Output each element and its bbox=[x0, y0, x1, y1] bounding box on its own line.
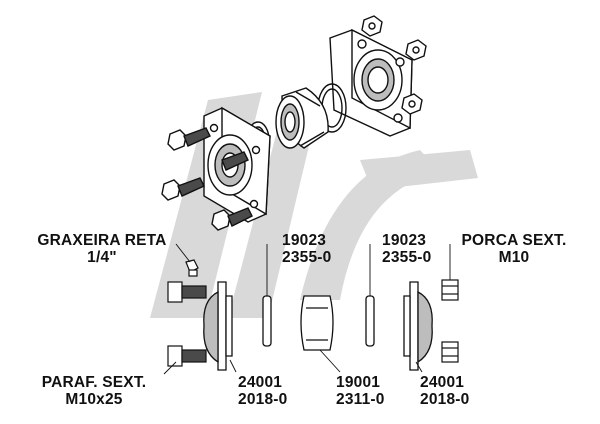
pin-left bbox=[262, 295, 272, 347]
label-grease-nipple: GRAXEIRA RETA 1/4" bbox=[30, 232, 174, 266]
label-flange-right: 24001 2018-0 bbox=[420, 374, 469, 408]
label-flange-left-line2: 2018-0 bbox=[238, 391, 288, 408]
label-bushing-line2: 2311-0 bbox=[336, 391, 385, 408]
label-bolt-line2: M10x25 bbox=[65, 391, 123, 408]
label-bushing-line1: 19001 bbox=[336, 374, 381, 391]
grease-nipple bbox=[185, 259, 199, 277]
label-pin-left-line2: 2355-0 bbox=[282, 249, 332, 266]
hex-bolt-bottom bbox=[167, 345, 207, 367]
label-flange-left-line1: 24001 bbox=[238, 374, 283, 391]
label-pin-right-line2: 2355-0 bbox=[382, 249, 432, 266]
label-pin-left: 19023 2355-0 bbox=[282, 232, 331, 266]
label-nut-line1: PORCA SEXT. bbox=[461, 232, 567, 249]
label-flange-right-line1: 24001 bbox=[420, 374, 465, 391]
hex-nuts-side bbox=[441, 279, 459, 363]
label-pin-right-line1: 19023 bbox=[382, 232, 427, 249]
label-pin-right: 19023 2355-0 bbox=[382, 232, 431, 266]
rear-flange-plate bbox=[329, 28, 413, 137]
label-grease-nipple-line1: GRAXEIRA RETA bbox=[37, 232, 167, 249]
flange-left-side bbox=[203, 281, 233, 371]
pin-right bbox=[365, 295, 375, 347]
bushing-side bbox=[300, 295, 334, 351]
front-bolts bbox=[161, 127, 253, 231]
hex-bolt-top bbox=[167, 281, 207, 303]
label-grease-nipple-line2: 1/4" bbox=[87, 249, 117, 266]
leader-lines bbox=[163, 243, 451, 375]
bushing-assembly bbox=[275, 87, 329, 149]
label-bolt: PARAF. SEXT. M10x25 bbox=[30, 374, 158, 408]
flange-right-side bbox=[403, 281, 433, 371]
label-flange-right-line2: 2018-0 bbox=[420, 391, 470, 408]
label-nut-line2: M10 bbox=[498, 249, 530, 266]
label-flange-left: 24001 2018-0 bbox=[238, 374, 287, 408]
label-pin-left-line1: 19023 bbox=[282, 232, 327, 249]
label-nut: PORCA SEXT. M10 bbox=[456, 232, 572, 266]
label-bolt-line1: PARAF. SEXT. bbox=[41, 374, 147, 391]
label-bushing: 19001 2311-0 bbox=[336, 374, 385, 408]
rear-nuts bbox=[361, 15, 427, 115]
